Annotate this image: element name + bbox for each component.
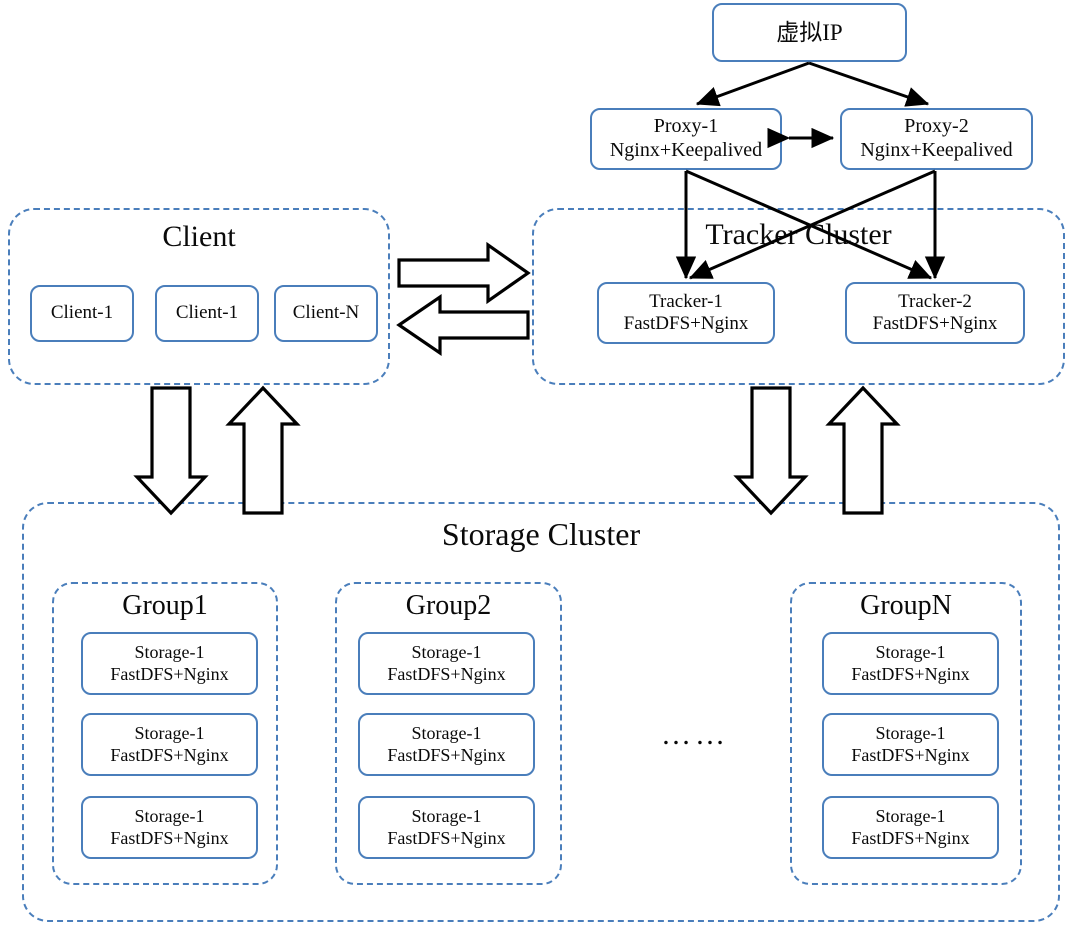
- group-n-storage-node-1-name: Storage-1: [875, 642, 946, 663]
- node-proxy-1-stack: Nginx+Keepalived: [609, 139, 763, 161]
- group-2-storage-node-1-name: Storage-1: [411, 642, 482, 663]
- block-arrow-storage-to-client: [225, 385, 301, 515]
- zone-group-n: [790, 582, 1022, 885]
- group-n-storage-node-1[interactable]: Storage-1 FastDFS+Nginx: [822, 632, 999, 695]
- group-2-storage-node-3[interactable]: Storage-1 FastDFS+Nginx: [358, 796, 535, 859]
- zone-group-2-title: Group2: [405, 590, 492, 621]
- node-proxy-2-stack: Nginx+Keepalived: [860, 139, 1013, 161]
- client-node-2-label: Client-1: [175, 302, 239, 324]
- group-n-storage-node-2-stack: FastDFS+Nginx: [851, 744, 970, 765]
- groups-ellipsis: ……: [661, 718, 729, 751]
- node-proxy-2-name: Proxy-2: [904, 115, 969, 138]
- group-n-storage-node-2[interactable]: Storage-1 FastDFS+Nginx: [822, 713, 999, 776]
- group-2-storage-node-1[interactable]: Storage-1 FastDFS+Nginx: [358, 632, 535, 695]
- group-2-storage-node-3-stack: FastDFS+Nginx: [387, 827, 506, 848]
- arrow-vip-to-proxy-1: [695, 61, 810, 107]
- block-arrow-client-to-storage: [133, 386, 209, 516]
- group-1-storage-node-2-name: Storage-1: [134, 723, 205, 744]
- group-1-storage-node-1-stack: FastDFS+Nginx: [110, 663, 229, 684]
- group-n-storage-node-1-stack: FastDFS+Nginx: [851, 663, 970, 684]
- client-node-n[interactable]: Client-N: [274, 285, 378, 342]
- zone-group-2: [335, 582, 562, 885]
- zone-client: [8, 208, 390, 385]
- arrow-vip-to-proxy-2: [808, 61, 930, 107]
- group-2-storage-node-2-stack: FastDFS+Nginx: [387, 744, 506, 765]
- group-1-storage-node-3-stack: FastDFS+Nginx: [110, 827, 229, 848]
- group-n-storage-node-3[interactable]: Storage-1 FastDFS+Nginx: [822, 796, 999, 859]
- group-n-storage-node-3-stack: FastDFS+Nginx: [851, 827, 970, 848]
- zone-group-1-title: Group1: [122, 590, 208, 621]
- zone-storage-cluster: [22, 502, 1060, 922]
- node-tracker-2-name: Tracker-2: [898, 290, 972, 312]
- node-tracker-1[interactable]: Tracker-1 FastDFS+Nginx: [597, 282, 775, 344]
- block-arrow-tracker-to-storage: [733, 386, 809, 516]
- zone-client-title: Client: [162, 220, 236, 253]
- client-node-n-label: Client-N: [292, 302, 360, 324]
- node-tracker-1-name: Tracker-1: [649, 290, 723, 312]
- client-node-2[interactable]: Client-1: [155, 285, 259, 342]
- group-1-storage-node-2[interactable]: Storage-1 FastDFS+Nginx: [81, 713, 258, 776]
- node-proxy-1-name: Proxy-1: [653, 115, 719, 138]
- zone-storage-cluster-title: Storage Cluster: [441, 516, 641, 552]
- block-arrow-tracker-to-client: [396, 293, 530, 357]
- group-1-storage-node-3[interactable]: Storage-1 FastDFS+Nginx: [81, 796, 258, 859]
- group-1-storage-node-1[interactable]: Storage-1 FastDFS+Nginx: [81, 632, 258, 695]
- node-tracker-2[interactable]: Tracker-2 FastDFS+Nginx: [845, 282, 1025, 344]
- node-proxy-2[interactable]: Proxy-2 Nginx+Keepalived: [840, 108, 1033, 170]
- group-1-storage-node-2-stack: FastDFS+Nginx: [110, 744, 229, 765]
- group-1-storage-node-1-name: Storage-1: [134, 642, 205, 663]
- block-arrow-storage-to-tracker: [825, 385, 901, 515]
- block-arrow-client-to-tracker: [397, 241, 531, 305]
- client-node-1-label: Client-1: [50, 302, 114, 324]
- node-virtual-ip-label: 虚拟IP: [776, 19, 843, 45]
- node-tracker-1-stack: FastDFS+Nginx: [623, 313, 749, 334]
- group-n-storage-node-2-name: Storage-1: [875, 723, 946, 744]
- node-virtual-ip[interactable]: 虚拟IP: [712, 3, 907, 62]
- group-n-storage-node-3-name: Storage-1: [875, 806, 946, 827]
- zone-group-1: [52, 582, 278, 885]
- group-1-storage-node-3-name: Storage-1: [134, 806, 205, 827]
- zone-tracker-cluster-title: Tracker Cluster: [705, 218, 892, 251]
- zone-group-n-title: GroupN: [860, 590, 952, 621]
- client-node-1[interactable]: Client-1: [30, 285, 134, 342]
- group-2-storage-node-2[interactable]: Storage-1 FastDFS+Nginx: [358, 713, 535, 776]
- group-2-storage-node-1-stack: FastDFS+Nginx: [387, 663, 506, 684]
- node-proxy-1[interactable]: Proxy-1 Nginx+Keepalived: [590, 108, 782, 170]
- group-2-storage-node-3-name: Storage-1: [411, 806, 482, 827]
- node-tracker-2-stack: FastDFS+Nginx: [872, 313, 998, 334]
- group-2-storage-node-2-name: Storage-1: [411, 723, 482, 744]
